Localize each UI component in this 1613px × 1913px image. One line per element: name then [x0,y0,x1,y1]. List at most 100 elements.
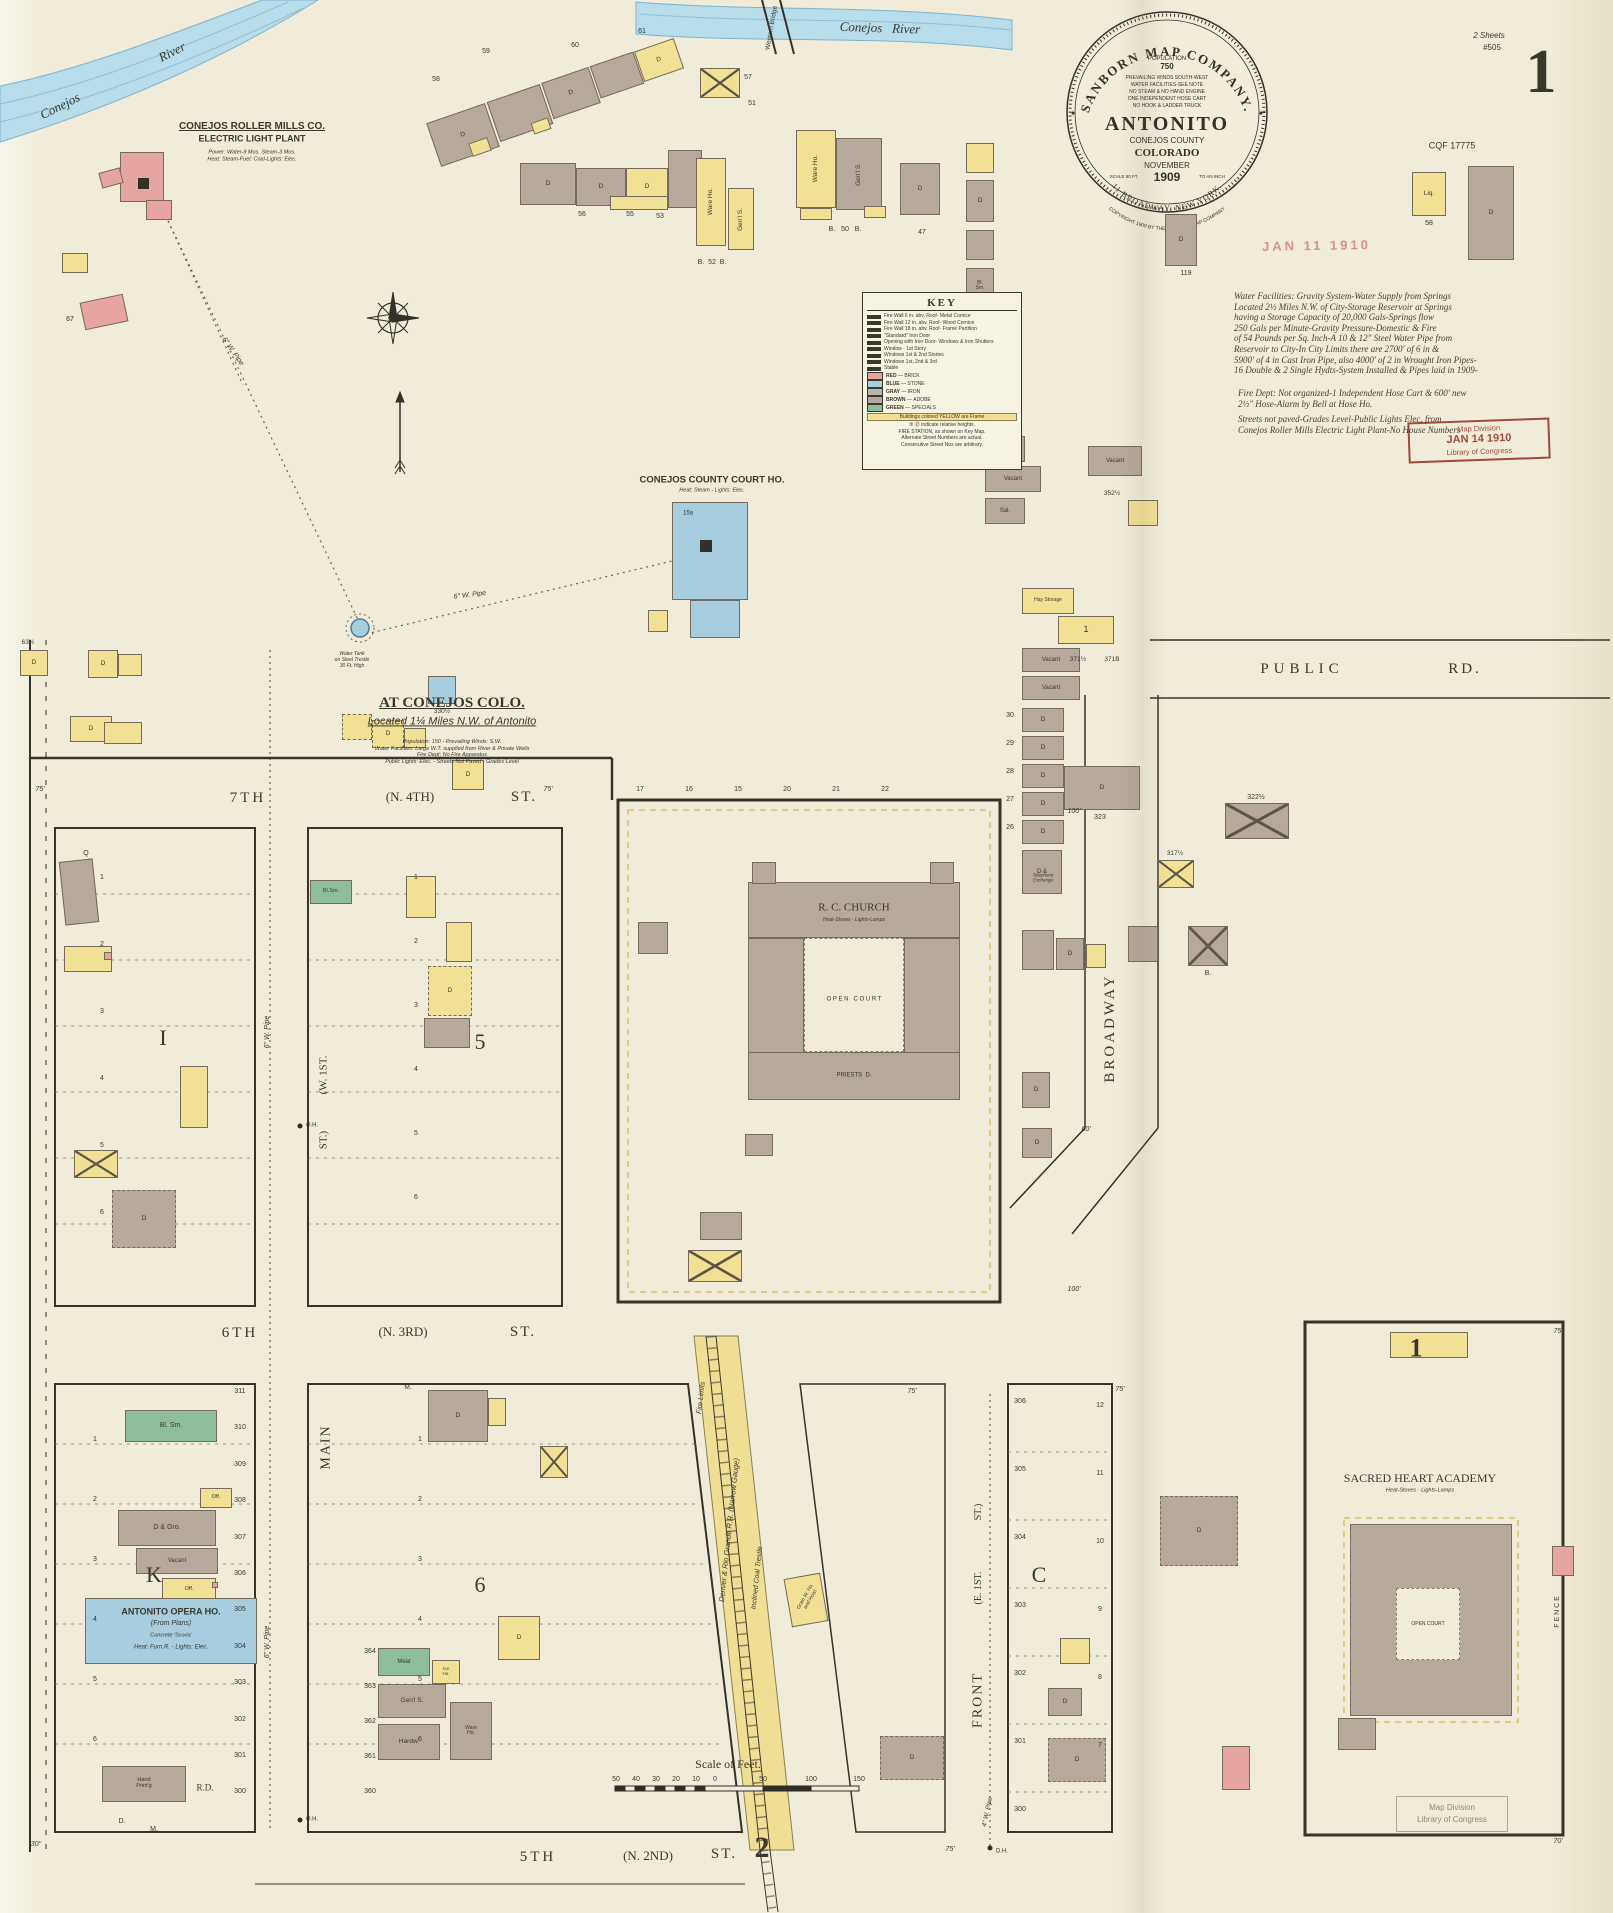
building: Gen'l S. [378,1684,446,1718]
map-label: 2 [100,940,104,948]
map-label: D.H. [996,1848,1008,1855]
building [406,876,436,918]
svg-text:NO HOOK & LADDER TRUCK: NO HOOK & LADDER TRUCK [1133,103,1202,109]
key-symbol [867,347,881,352]
map-label: 75' [35,785,45,793]
map-label: Q [83,849,89,857]
map-label: 1 [418,1435,422,1443]
water-pipe-lines [162,209,991,1846]
map-label: 12 [1096,1401,1104,1409]
building [700,540,712,552]
map-label: 306 [1014,1397,1026,1405]
building: D [20,650,48,676]
building [138,178,149,189]
key-row: Fire Wall 18 in. abv. Roof- Frame Partit… [867,326,1017,333]
building [1222,1746,1250,1790]
key-footer-line: FIRE STATION, as shown on Key Map. [898,428,986,435]
map-label: 304 [1014,1533,1026,1541]
svg-text:POPULATION: POPULATION [1148,56,1186,62]
map-label: 55 [626,210,634,218]
map-label: O.H. [305,1816,319,1823]
map-label: 305 [1014,1465,1026,1473]
map-label: 317½ [1166,850,1184,858]
building [488,1398,506,1426]
street-lines [29,639,1610,1885]
key-color-row: GRAY — IRON [867,387,1017,396]
hydrant-dots [297,1123,993,1851]
building [748,1052,960,1100]
map-label: FRONT [970,1672,986,1728]
building: D [1160,1496,1238,1566]
streets-note: Streets not paved-Grades Level-Public Li… [1238,414,1461,435]
map-label: 6" W. Pipe [453,589,487,601]
map-label: 1 [100,873,104,881]
map-label: RD. [1448,661,1482,677]
building: D [1048,1688,1082,1716]
map-label: 20 [672,1775,680,1783]
map-label: 61 [638,27,646,35]
building: D [880,1736,944,1780]
map-label: ST. [710,1846,738,1862]
map-label: AT CONEJOS COLO. [379,695,525,711]
compass-rose [366,291,420,475]
building [610,196,668,210]
building: Bl. Sm. [125,1410,217,1442]
building: D [112,1190,176,1248]
map-label: 100' [1067,1285,1081,1293]
map-label: 5TH [519,1849,557,1865]
map-label: 100 [805,1775,817,1783]
building [690,600,740,638]
map-label: 15 [734,785,742,793]
map-label: 53 [656,212,664,220]
map-label: 59 [482,47,490,55]
map-label: Population: 150 - Prevailing Winds: S.W.… [374,738,530,765]
map-label: 4 [100,1074,104,1082]
map-label: 20 [783,785,791,793]
building [700,1212,742,1240]
building: D [428,1390,488,1442]
map-label: 5 [474,1028,486,1054]
map-label: 2 [414,937,418,945]
building: D [498,1616,540,1660]
building: Hardw. [378,1724,440,1760]
building [428,676,456,704]
map-label: 150 [853,1775,865,1783]
building: D [452,760,484,790]
building [1060,1638,1090,1664]
map-label: CONEJOS ROLLER MILLS CO. [178,121,326,132]
map-label: 60' [1081,1125,1091,1133]
building: D [1048,1738,1106,1782]
map-label: 322½ [1247,793,1265,801]
key-color-swatch [867,387,883,396]
svg-text:1909: 1909 [1154,170,1181,184]
building: D [1022,792,1064,816]
key-color-swatch [867,395,883,404]
building: Meat [378,1648,430,1676]
map-label: 30 [1006,711,1014,719]
building: D [1064,766,1140,810]
map-label: 360 [364,1787,376,1795]
map-label: CQF 17775 [1428,140,1476,151]
building: D [1022,708,1064,732]
building: D [428,966,472,1016]
building: D [900,163,940,215]
key-symbol [867,366,881,371]
map-label: 2 [418,1495,422,1503]
map-label: 6 [418,1735,422,1743]
key-frame-note: Buildings colored YELLOW are Frame [867,412,1017,422]
map-label: Telephone Exchange [1032,872,1054,883]
map-label: O P E N C O U R T [826,996,882,1003]
map-label: 28 [1006,767,1014,775]
building: Ware Ho. [696,158,726,246]
building [1338,1718,1376,1750]
map-label: BROADWAY [1102,973,1118,1083]
map-label: 11 [1096,1469,1104,1477]
map-label: 307 [234,1533,246,1541]
building [1225,803,1289,839]
key-footer-line: Consecutive Street Nos are arbitrary. [901,441,983,448]
map-label: 16 [685,785,693,793]
